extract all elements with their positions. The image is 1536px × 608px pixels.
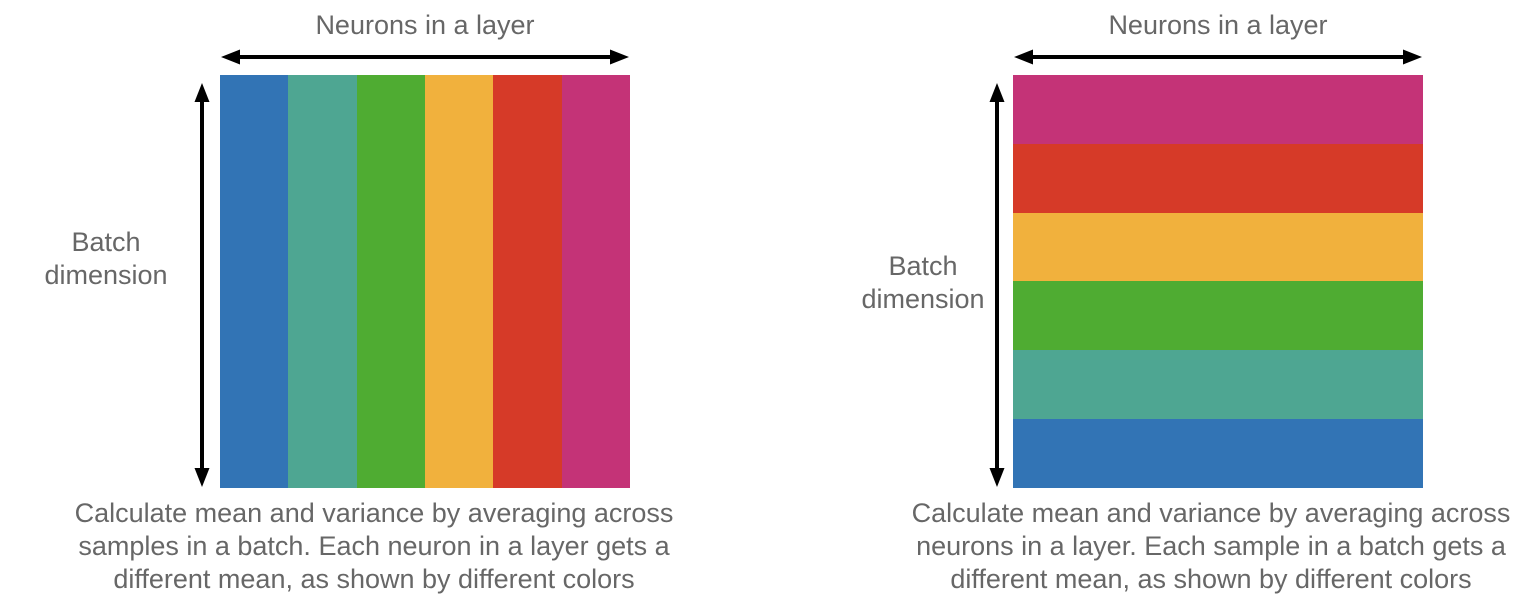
figure-caption: Calculate mean and variance by averaging… — [911, 498, 1511, 594]
matrix-stripe — [356, 75, 425, 488]
neurons-axis-label: Neurons in a layer — [315, 10, 535, 40]
neurons-axis-label: Neurons in a layer — [1108, 10, 1328, 40]
matrix-stripe — [1013, 212, 1423, 282]
matrix-stripe — [1013, 419, 1423, 488]
figure-caption: Calculate mean and variance by averaging… — [74, 498, 674, 594]
vertical-double-arrow-icon — [989, 83, 1005, 487]
matrix-stripe — [220, 75, 289, 488]
batch-axis-label: Batch dimension — [861, 251, 985, 314]
matrix-stripe — [1013, 75, 1423, 144]
matrix-stripe — [1013, 350, 1423, 420]
matrix-stripe — [1013, 281, 1423, 351]
activation-matrix-layer-norm — [1013, 75, 1423, 488]
vertical-double-arrow-icon — [194, 83, 210, 487]
activation-matrix-batch-norm — [220, 75, 630, 488]
matrix-stripe — [424, 75, 494, 488]
matrix-stripe — [1013, 143, 1423, 213]
batch-axis-label: Batch dimension — [44, 227, 168, 290]
matrix-stripe — [288, 75, 357, 488]
horizontal-double-arrow-icon — [1014, 49, 1422, 65]
horizontal-double-arrow-icon — [221, 49, 629, 65]
figure-layer-norm: Neurons in a layer Batch dimension Calcu… — [768, 0, 1536, 608]
figure-batch-norm: Neurons in a layer Batch dimension Calcu… — [44, 10, 674, 594]
matrix-stripe — [493, 75, 562, 488]
matrix-stripe — [561, 75, 630, 488]
